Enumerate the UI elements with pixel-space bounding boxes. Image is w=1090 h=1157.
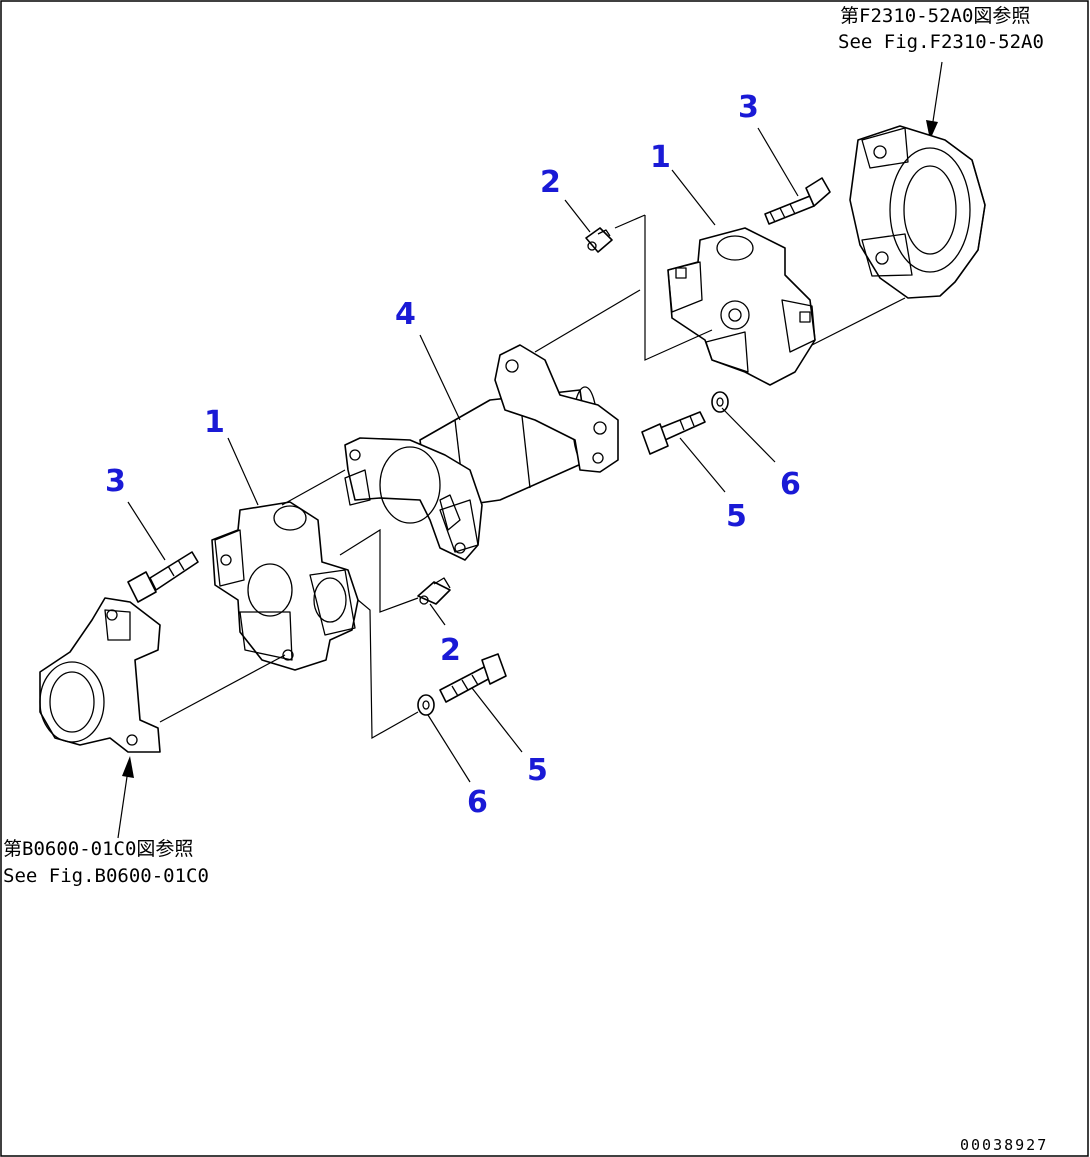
reference-arrow-top — [926, 61, 943, 140]
callout-spider-left: 1 — [204, 405, 225, 440]
callout-leaders — [127, 127, 799, 783]
reference-arrow-bottom — [117, 756, 134, 839]
flange-yoke-left — [39, 597, 161, 753]
ref-bottom-left-line1: 第B0600-01C0図参照 — [3, 838, 193, 860]
callout-bolt-5-lower: 5 — [527, 753, 548, 788]
washer-right — [711, 391, 729, 413]
ref-bottom-left-line2: See Fig.B0600-01C0 — [3, 865, 209, 887]
flange-yoke-right — [849, 125, 986, 299]
grease-fitting-bottom — [417, 577, 451, 605]
callout-shaft: 4 — [395, 297, 416, 332]
washer-lower — [417, 694, 435, 716]
bolt-5-lower — [439, 653, 507, 703]
grease-fitting-top — [585, 227, 613, 253]
callout-spider-right: 1 — [650, 140, 671, 175]
bolt-5-right — [641, 411, 706, 455]
ref-top-right-line2: See Fig.F2310-52A0 — [838, 31, 1044, 53]
callout-grease-fitting-bottom: 2 — [440, 633, 461, 668]
callout-bolt-left: 3 — [105, 464, 126, 499]
callout-washer-lower: 6 — [467, 785, 488, 820]
callout-bolt-5-right: 5 — [726, 499, 747, 534]
drawing-code: 00038927 — [960, 1136, 1048, 1154]
callout-washer-right: 6 — [780, 467, 801, 502]
callout-grease-fitting-top: 2 — [540, 165, 561, 200]
bolt-left — [127, 551, 199, 603]
assembly-lines — [159, 214, 906, 740]
ref-top-right-line1: 第F2310-52A0図参照 — [840, 5, 1030, 27]
bolt-top-right — [764, 177, 831, 225]
universal-joint-spider-right — [667, 227, 816, 386]
drive-shaft — [344, 344, 619, 561]
universal-joint-spider-left — [211, 501, 359, 671]
callout-bolt-top-right: 3 — [738, 90, 759, 125]
